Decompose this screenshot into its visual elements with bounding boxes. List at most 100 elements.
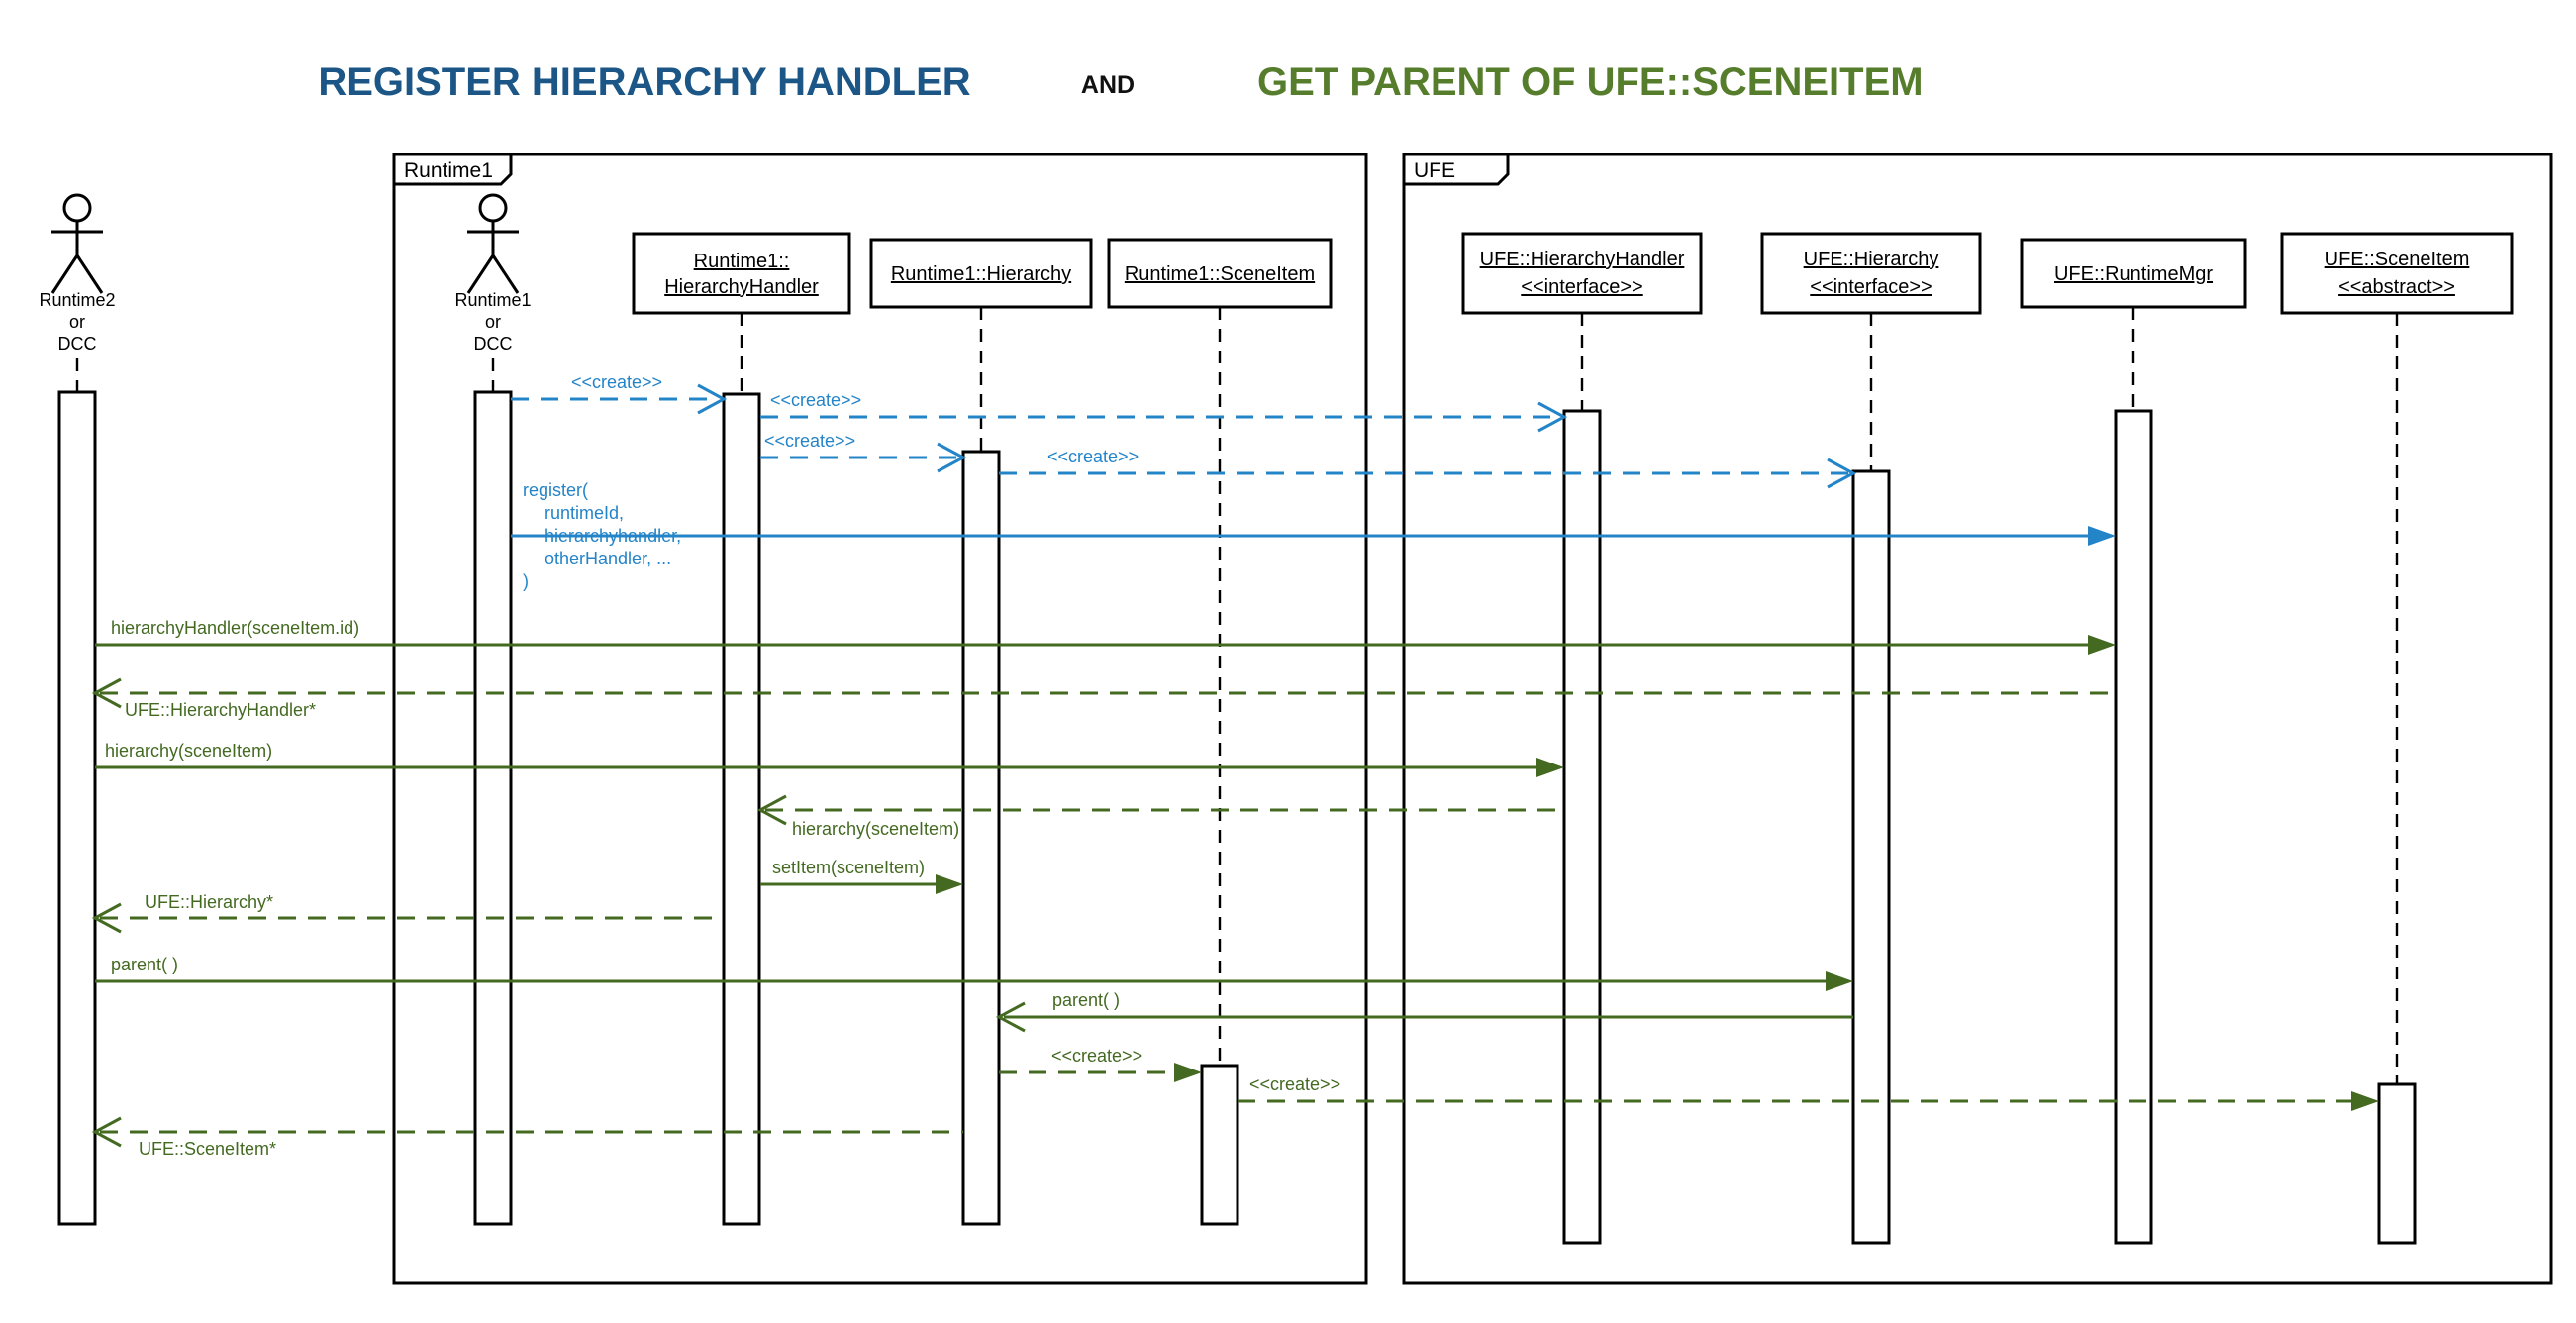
message-4-label-line-1: register( <box>523 480 588 500</box>
message-hierarchyhandler-call: hierarchyHandler(sceneItem.id) <box>95 618 2116 655</box>
message-10-arrowhead <box>91 902 122 934</box>
message-1-label: <<create>> <box>770 390 861 410</box>
message-create-ufe-hierarchyhandler: <<create>> <box>760 390 1568 433</box>
message-hierarchy-delegate: hierarchy(sceneItem) <box>756 794 1564 839</box>
message-6-label: UFE::HierarchyHandler* <box>125 700 316 720</box>
participant-r1-hierarchyhandler: Runtime1:: HierarchyHandler <box>632 232 851 1226</box>
message-11-arrowhead <box>1826 971 1853 991</box>
participant-box-ufe-runtimemgr <box>2020 238 2247 309</box>
message-13-label: <<create>> <box>1051 1046 1142 1066</box>
participant-label-ufe-runtimemgr: UFE::RuntimeMgr <box>2054 263 2213 285</box>
message-12-arrowhead <box>995 1001 1026 1033</box>
message-register-call: register( runtimeId, hierarchyhandler, o… <box>511 480 2116 591</box>
message-12-label: parent( ) <box>1052 990 1120 1010</box>
message-create-r1-hierarchy: <<create>> <box>760 431 967 473</box>
message-9-arrowhead <box>936 874 963 894</box>
actor-runtime2-dcc: Runtime2 or DCC <box>39 193 116 1226</box>
message-return-ufe-sceneitem: UFE::SceneItem* <box>91 1116 963 1159</box>
activation-r1-hierarchyhandler <box>722 392 761 1226</box>
message-10-label: UFE::Hierarchy* <box>145 892 273 912</box>
message-parent-delegate: parent( ) <box>995 990 1853 1033</box>
message-3-arrowhead <box>1827 458 1857 489</box>
diagram-title-right: GET PARENT OF UFE::SCENEITEM <box>1257 60 1924 104</box>
message-0-label: <<create>> <box>571 372 662 392</box>
participant-box-r1-sceneitem <box>1107 238 1333 309</box>
frame-runtime1: Runtime1 <box>392 153 1368 1285</box>
participant-ufe-hierarchyhandler: UFE::HierarchyHandler <<interface>> <box>1461 232 1703 1245</box>
message-create-ufe-sceneitem: <<create>> <box>1238 1074 2379 1111</box>
frame-ufe-border <box>1402 153 2553 1285</box>
participant-r1-hierarchy: Runtime1::Hierarchy <box>869 238 1093 1226</box>
message-4-label-line-4: otherHandler, ... <box>545 549 671 568</box>
activation-ufe-runtimemgr <box>2114 409 2153 1245</box>
participant-box-r1-hierarchyhandler <box>632 232 851 315</box>
actor-runtime2-activation <box>57 390 97 1226</box>
participant-label-ufe-hierarchyhandler-1: UFE::HierarchyHandler <box>1480 249 1685 270</box>
actor-runtime2-label-1: Runtime2 <box>39 290 115 310</box>
message-4-arrowhead <box>2088 526 2116 546</box>
participant-label-r1-hierarchyhandler-2: HierarchyHandler <box>664 276 819 298</box>
participant-box-r1-hierarchy <box>869 238 1093 309</box>
message-7-arrowhead <box>1536 758 1564 777</box>
diagram-title-connector: AND <box>1081 71 1135 99</box>
participant-ufe-hierarchy: UFE::Hierarchy <<interface>> <box>1760 232 1982 1245</box>
message-5-arrowhead <box>2088 635 2116 655</box>
actor-runtime1-activation <box>473 390 513 1226</box>
message-parent-call: parent( ) <box>95 955 1853 991</box>
frame-runtime1-label: Runtime1 <box>404 159 493 182</box>
participant-label-r1-hierarchy: Runtime1::Hierarchy <box>891 263 1071 285</box>
participant-label-ufe-hierarchy-2: <<interface>> <box>1810 276 1932 298</box>
actor-runtime2-head <box>62 193 92 223</box>
activation-ufe-hierarchy <box>1851 469 1891 1245</box>
message-9-label: setItem(sceneItem) <box>772 858 925 877</box>
participant-label-r1-hierarchyhandler-1: Runtime1:: <box>694 251 790 272</box>
participant-label-ufe-hierarchyhandler-2: <<interface>> <box>1521 276 1642 298</box>
actor-runtime1-label-3: DCC <box>474 334 513 354</box>
message-create-r1-sceneitem: <<create>> <box>999 1046 1202 1082</box>
frame-runtime1-tab <box>394 154 513 186</box>
message-14-label: <<create>> <box>1249 1074 1340 1094</box>
message-2-arrowhead <box>937 442 967 473</box>
participant-label-r1-sceneitem: Runtime1::SceneItem <box>1125 263 1315 285</box>
message-2-label: <<create>> <box>764 431 855 451</box>
message-6-arrowhead <box>91 677 122 709</box>
message-4-label-line-5: ) <box>523 571 529 591</box>
message-create-ufe-hierarchy: <<create>> <box>999 447 1857 489</box>
message-14-arrowhead <box>2351 1091 2379 1111</box>
message-15-label: UFE::SceneItem* <box>139 1139 276 1159</box>
frame-ufe: UFE <box>1402 153 2553 1285</box>
frame-ufe-tab <box>1404 154 1510 186</box>
participant-box-ufe-sceneitem <box>2280 232 2514 315</box>
participant-label-ufe-hierarchy-1: UFE::Hierarchy <box>1804 249 1939 270</box>
activation-ufe-hierarchyhandler <box>1562 409 1602 1245</box>
message-1-arrowhead <box>1537 401 1568 433</box>
actor-runtime2-label-2: or <box>69 312 85 332</box>
diagram-title-left: REGISTER HIERARCHY HANDLER <box>318 60 970 104</box>
participant-box-ufe-hierarchyhandler <box>1461 232 1703 315</box>
message-11-label: parent( ) <box>111 955 178 974</box>
actor-runtime1-label-2: or <box>485 312 501 332</box>
participant-label-ufe-sceneitem-2: <<abstract>> <box>2338 276 2455 298</box>
message-create-r1-hierarchyhandler: <<create>> <box>511 372 728 415</box>
message-4-label-line-2: runtimeId, <box>545 503 624 523</box>
message-5-label: hierarchyHandler(sceneItem.id) <box>111 618 359 638</box>
actor-runtime2-body <box>50 221 104 294</box>
actor-runtime1-label-1: Runtime1 <box>454 290 531 310</box>
actor-runtime1-dcc: Runtime1 or DCC <box>454 193 532 1226</box>
message-setitem-call: setItem(sceneItem) <box>760 858 963 894</box>
participant-ufe-sceneitem: UFE::SceneItem <<abstract>> <box>2280 232 2514 1245</box>
message-return-ufe-hierarchyhandler: UFE::HierarchyHandler* <box>91 677 2116 720</box>
actor-runtime1-body <box>466 221 520 294</box>
participant-r1-sceneitem: Runtime1::SceneItem <box>1107 238 1333 1226</box>
participant-box-ufe-hierarchy <box>1760 232 1982 315</box>
actor-runtime1-head <box>478 193 508 223</box>
message-0-arrowhead <box>697 383 728 415</box>
message-13-arrowhead <box>1174 1063 1202 1082</box>
frame-ufe-label: UFE <box>1414 159 1455 182</box>
message-4-label-line-3: hierarchyhandler, <box>545 526 681 546</box>
frame-runtime1-border <box>392 153 1368 1285</box>
message-7-label: hierarchy(sceneItem) <box>105 741 272 761</box>
activation-ufe-sceneitem <box>2377 1082 2417 1245</box>
message-8-arrowhead <box>756 794 787 826</box>
